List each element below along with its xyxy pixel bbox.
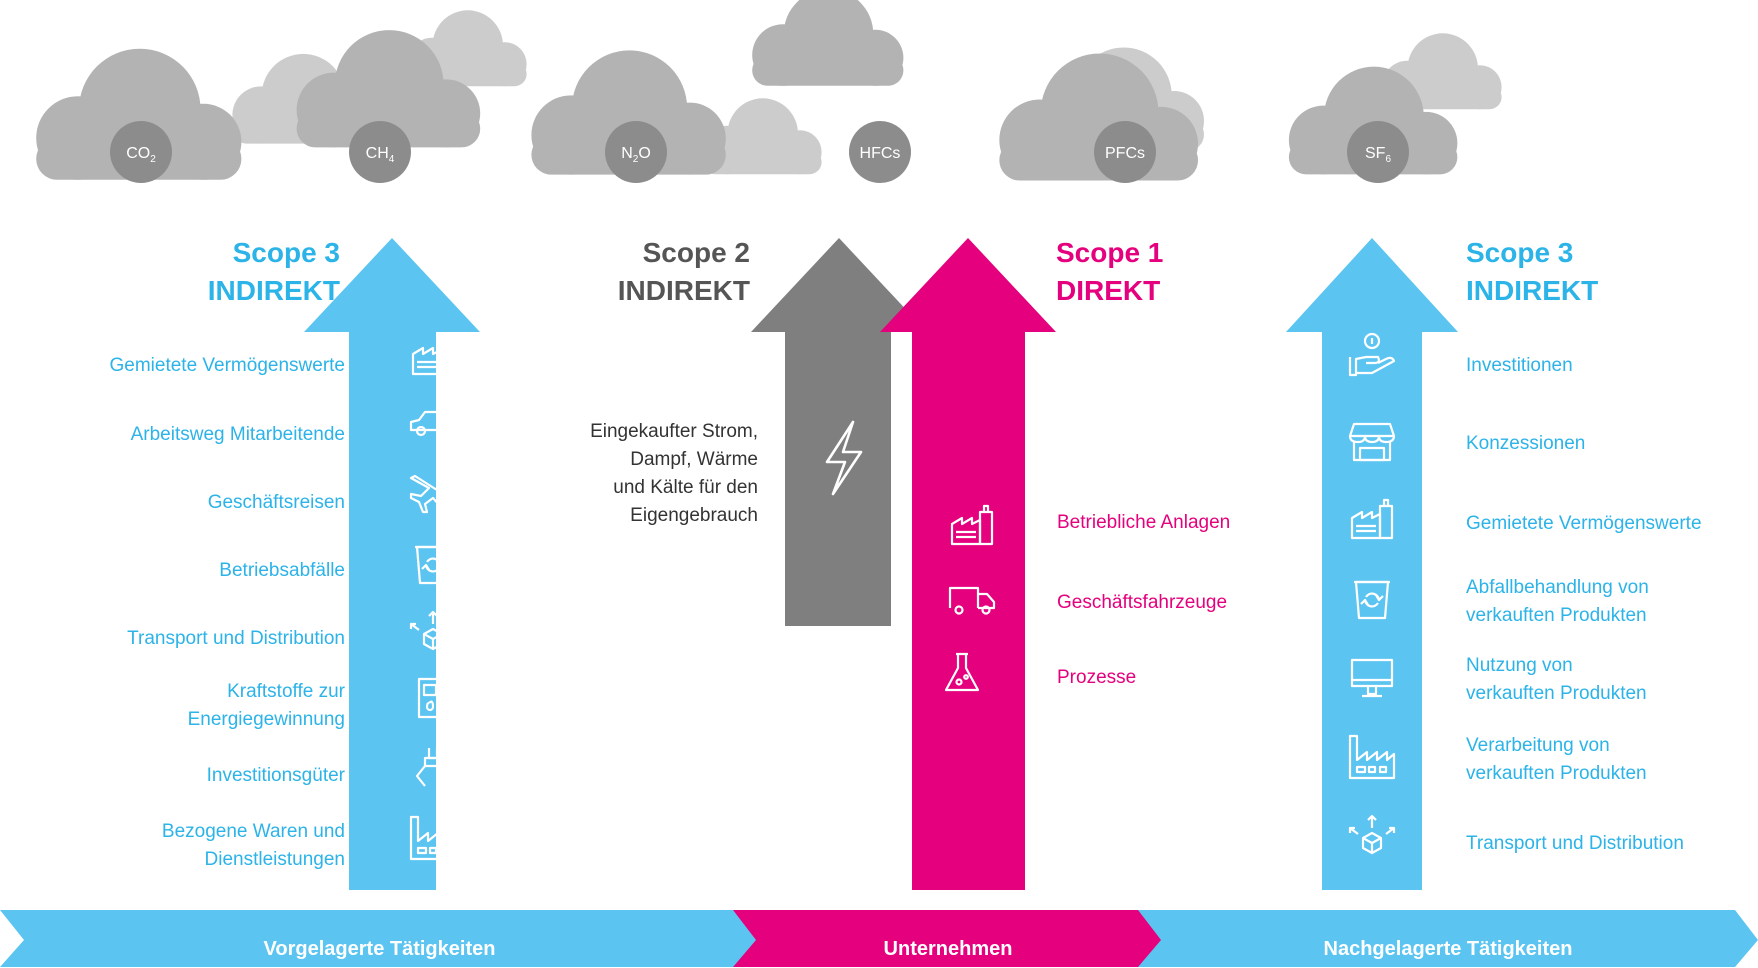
gas-badge-co2 bbox=[110, 121, 172, 183]
scope-subtitle: INDIREKT bbox=[207, 275, 340, 306]
scope3-upstream-item: Transport und Distribution bbox=[127, 628, 345, 649]
description-line: Eigengebrauch bbox=[630, 505, 758, 526]
gas-label-ch4: CH4 bbox=[366, 145, 395, 165]
band-downstream bbox=[1138, 910, 1758, 967]
scope3-upstream-arrow bbox=[304, 238, 480, 890]
gas-label-co2: CO2 bbox=[126, 145, 156, 165]
gas-label-sf6: SF6 bbox=[1365, 145, 1391, 165]
item-line: Abfallbehandlung von bbox=[1466, 577, 1649, 598]
gas-label-pfcs: PFCs bbox=[1105, 145, 1145, 162]
scope-title: Scope 2 bbox=[642, 237, 750, 268]
gas-badge-n2o bbox=[605, 121, 667, 183]
band-company-label: Unternehmen bbox=[883, 938, 1013, 960]
scope-subtitle: DIREKT bbox=[1056, 275, 1161, 306]
scope3-upstream-item: Arbeitsweg Mitarbeitende bbox=[130, 424, 345, 445]
item-line: Dienstleistungen bbox=[204, 849, 345, 870]
description-line: und Kälte für den bbox=[613, 477, 758, 498]
description-line: Eingekaufter Strom, bbox=[590, 421, 758, 442]
scope-title: Scope 1 bbox=[1056, 237, 1164, 268]
scope-title: Scope 3 bbox=[232, 237, 340, 268]
item-line: Energiegewinnung bbox=[187, 709, 345, 730]
scope3-downstream-item: Gemietete Vermögenswerte bbox=[1466, 513, 1702, 534]
item-line: Bezogene Waren und bbox=[161, 821, 345, 842]
item-line: verkauften Produkten bbox=[1466, 763, 1647, 784]
band-downstream-label: Nachgelagerte Tätigkeiten bbox=[1323, 938, 1573, 960]
scope3-upstream-item: Investitionsgüter bbox=[206, 765, 345, 786]
item-line: verkauften Produkten bbox=[1466, 683, 1647, 704]
scope1-arrow bbox=[880, 238, 1056, 890]
scope1-item: Prozesse bbox=[1057, 667, 1137, 688]
scope3-downstream-arrow bbox=[1286, 238, 1458, 890]
scope3-downstream-title: Scope 3 INDIREKT bbox=[1466, 234, 1598, 310]
band-upstream bbox=[0, 910, 758, 967]
item-line: Verarbeitung von bbox=[1466, 735, 1610, 756]
scope2-description: Eingekaufter Strom, Dampf, Wärme und Käl… bbox=[590, 418, 758, 530]
item-line: Kraftstoffe zur bbox=[227, 681, 345, 702]
scope1-item: Betriebliche Anlagen bbox=[1057, 512, 1231, 533]
scope3-upstream-item: Geschäftsreisen bbox=[207, 492, 345, 513]
scope3-upstream-title: Scope 3 INDIREKT bbox=[200, 234, 340, 310]
scope3-downstream-item: Konzessionen bbox=[1466, 433, 1586, 454]
gas-label-n2o: N2O bbox=[621, 145, 651, 165]
scope-title: Scope 3 bbox=[1466, 237, 1574, 268]
gas-badge-ch4 bbox=[349, 121, 411, 183]
gas-label-hfcs: HFCs bbox=[860, 145, 901, 162]
gas-badge-pfcs bbox=[1094, 121, 1156, 183]
band-company bbox=[733, 910, 1163, 967]
scope2-arrow bbox=[751, 238, 927, 626]
scope3-downstream-item: Nutzung von verkauften Produkten bbox=[1466, 652, 1647, 708]
gas-badges bbox=[110, 121, 1409, 183]
scope3-upstream-item: Kraftstoffe zur Energiegewinnung bbox=[188, 678, 345, 734]
scope2-title: Scope 2 INDIREKT bbox=[600, 234, 750, 310]
description-line: Dampf, Wärme bbox=[630, 449, 758, 470]
scope3-downstream-item: Verarbeitung von verkauften Produkten bbox=[1466, 732, 1647, 788]
band-upstream-label: Vorgelagerte Tätigkeiten bbox=[263, 938, 496, 960]
gas-badge-sf6 bbox=[1347, 121, 1409, 183]
scope-subtitle: INDIREKT bbox=[617, 275, 750, 306]
scope3-upstream-item: Gemietete Vermögenswerte bbox=[109, 355, 345, 376]
scope3-downstream-item: Transport und Distribution bbox=[1466, 833, 1684, 854]
scope3-downstream-item: Abfallbehandlung von verkauften Produkte… bbox=[1466, 574, 1649, 630]
scope3-upstream-item: Betriebsabfälle bbox=[219, 560, 345, 581]
scope3-upstream-item: Bezogene Waren und Dienstleistungen bbox=[162, 818, 345, 874]
item-line: verkauften Produkten bbox=[1466, 605, 1647, 626]
scope1-item: Geschäftsfahrzeuge bbox=[1057, 592, 1228, 613]
gas-badge-hfcs bbox=[849, 121, 911, 183]
scope1-title: Scope 1 DIREKT bbox=[1056, 234, 1163, 310]
item-line: Nutzung von bbox=[1466, 655, 1573, 676]
scope-subtitle: INDIREKT bbox=[1466, 275, 1599, 306]
scope3-downstream-item: Investitionen bbox=[1466, 355, 1573, 376]
